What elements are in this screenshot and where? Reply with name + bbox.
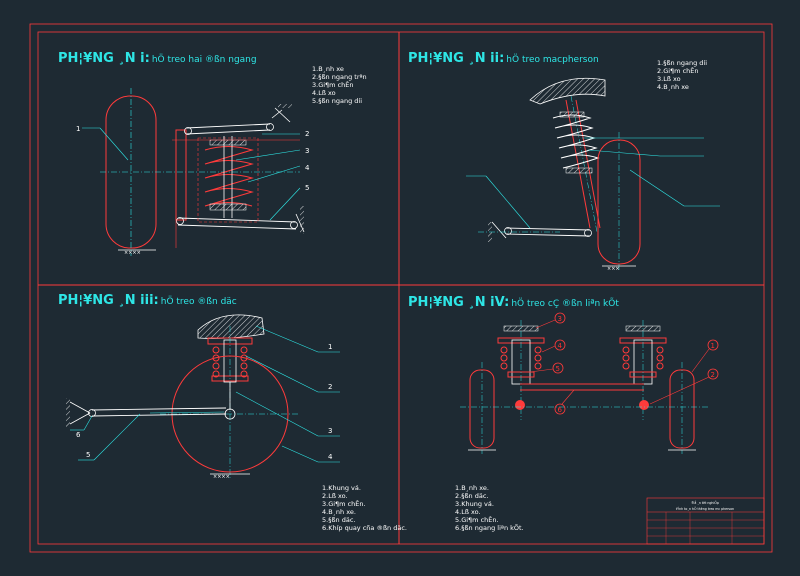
panel-3-spring: [207, 326, 253, 480]
inner-frame: [37, 31, 765, 545]
svg-text:4.Lß xo.: 4.Lß xo.: [455, 508, 481, 516]
panel-1-spring: [172, 134, 300, 248]
panel-3-title: PH¦¥NG ¸N iii:hÖ treo ®ßn däc: [58, 293, 237, 308]
panel-3-notes: 1.Khung vá. 2.Lß xo. 3.Gi¶m chÊn. 4.B¸nh…: [322, 484, 407, 532]
panel-3-trailing-arm: [66, 398, 227, 428]
panel-2-notes: 1.§ßn ngang d­íi 2.Gi¶m chÊn 3.Lß xo 4.B…: [657, 59, 707, 91]
svg-text:4.Lß xo: 4.Lß xo: [312, 89, 336, 97]
panel-4-left-assembly: [468, 320, 545, 454]
panel-1-lower-arm: [176, 206, 305, 234]
panel-4-callouts: 3 4 5 6 1 2: [529, 312, 719, 415]
svg-text:1.§ßn ngang d­íi: 1.§ßn ngang d­íi: [657, 59, 707, 67]
panel-1-upper-arm: [184, 104, 292, 135]
svg-text:2.§ßn däc.: 2.§ßn däc.: [455, 492, 488, 500]
svg-text:6.Khíp quay cña ®ßn däc.: 6.Khíp quay cña ®ßn däc.: [322, 524, 407, 532]
svg-text:4: 4: [305, 164, 310, 172]
panel-4-title: PH¦¥NG ¸N iV:hÖ treo cÇ ®ßn liªn kÕt: [408, 295, 619, 310]
svg-text:4: 4: [558, 342, 563, 350]
svg-text:×××: ×××: [607, 266, 620, 272]
panel-2-leaders: [466, 137, 720, 229]
title-block-heading: ®å ¸n tèt nghiÖp: [691, 500, 719, 505]
panel-4-right-assembly: [619, 320, 696, 454]
panel-2-wheel: ×××: [597, 132, 641, 272]
title-block-subheading: tÝnh to¸n hÖ thèng treo mc pherson: [676, 506, 734, 511]
svg-text:××××: ××××: [213, 474, 230, 480]
svg-text:6.§ßn ngang liªn kÕt.: 6.§ßn ngang liªn kÕt.: [455, 523, 524, 532]
panel-3: PH¦¥NG ¸N iii:hÖ treo ®ßn däc ××××: [58, 293, 407, 532]
svg-text:3.Gi¶m chÊn.: 3.Gi¶m chÊn.: [322, 499, 366, 508]
svg-text:6: 6: [76, 431, 81, 439]
panel-2-strut: [552, 95, 601, 233]
panel-2-lower-arm: [478, 221, 592, 242]
svg-text:5: 5: [556, 365, 560, 373]
svg-text:3: 3: [558, 315, 562, 323]
panel-4-cross-beam: [460, 383, 710, 408]
svg-text:3: 3: [328, 427, 332, 435]
panel-3-body: [197, 314, 265, 339]
svg-text:1: 1: [711, 342, 715, 350]
svg-text:2: 2: [711, 371, 715, 379]
svg-text:1: 1: [76, 125, 80, 133]
outer-frame: [29, 23, 773, 553]
svg-text:5.§ßn ngang d­íi: 5.§ßn ngang d­íi: [312, 97, 362, 105]
svg-text:××××: ××××: [124, 250, 141, 256]
panel-1: PH¦¥NG ¸N i:hÖ treo hai ®ßn ngang 1.B¸nh…: [58, 51, 367, 256]
svg-text:2.Lß xo.: 2.Lß xo.: [322, 492, 348, 500]
panel-3-wheel: ××××: [160, 355, 300, 480]
panel-2: PH¦¥NG ¸N ii:hÖ treo macpherson 1.§ßn ng…: [408, 51, 720, 272]
panel-1-notes: 1.B¸nh xe 2.§ßn ngang trªn 3.Gi¶m chÊn 4…: [312, 65, 367, 105]
panel-4: PH¦¥NG ¸N iV:hÖ treo cÇ ®ßn liªn kÕt: [408, 295, 719, 532]
panel-1-leaders: 1 2 3 4 5: [76, 125, 310, 221]
svg-text:4.B¸nh xe: 4.B¸nh xe: [657, 83, 689, 91]
svg-text:1.B¸nh xe: 1.B¸nh xe: [312, 65, 344, 73]
panel-3-leaders: 1 2 3 4 5 6: [70, 325, 340, 463]
svg-text:2.Gi¶m chÊn: 2.Gi¶m chÊn: [657, 66, 699, 75]
svg-text:3.Gi¶m chÊn: 3.Gi¶m chÊn: [312, 80, 354, 89]
svg-text:2: 2: [328, 383, 332, 391]
svg-text:3.Lß xo: 3.Lß xo: [657, 75, 681, 83]
title-block: ®å ¸n tèt nghiÖp tÝnh to¸n hÖ thèng treo…: [646, 497, 765, 545]
svg-text:3: 3: [305, 147, 309, 155]
svg-text:4.B¸nh xe.: 4.B¸nh xe.: [322, 508, 356, 516]
svg-text:4: 4: [328, 453, 333, 461]
svg-text:1.B¸nh xe.: 1.B¸nh xe.: [455, 484, 489, 492]
svg-text:5: 5: [86, 451, 90, 459]
svg-text:2: 2: [305, 130, 309, 138]
panel-2-body-mount: [529, 77, 606, 105]
svg-text:5: 5: [305, 184, 309, 192]
svg-text:3.Khung vá.: 3.Khung vá.: [455, 500, 494, 508]
panel-2-title: PH¦¥NG ¸N ii:hÖ treo macpherson: [408, 51, 599, 66]
svg-text:2.§ßn ngang trªn: 2.§ßn ngang trªn: [312, 73, 367, 81]
svg-text:5.Gi¶m chÊn.: 5.Gi¶m chÊn.: [455, 515, 499, 524]
panel-1-knuckle: [175, 129, 187, 221]
panel-1-wheel: ××××: [100, 88, 300, 256]
svg-text:1: 1: [328, 343, 332, 351]
svg-text:5.§ßn däc.: 5.§ßn däc.: [322, 516, 355, 524]
panel-1-title: PH¦¥NG ¸N i:hÖ treo hai ®ßn ngang: [58, 51, 257, 66]
svg-text:1.Khung vá.: 1.Khung vá.: [322, 484, 361, 492]
svg-text:6: 6: [558, 406, 563, 414]
panel-4-notes: 1.B¸nh xe. 2.§ßn däc. 3.Khung vá. 4.Lß x…: [455, 484, 524, 532]
